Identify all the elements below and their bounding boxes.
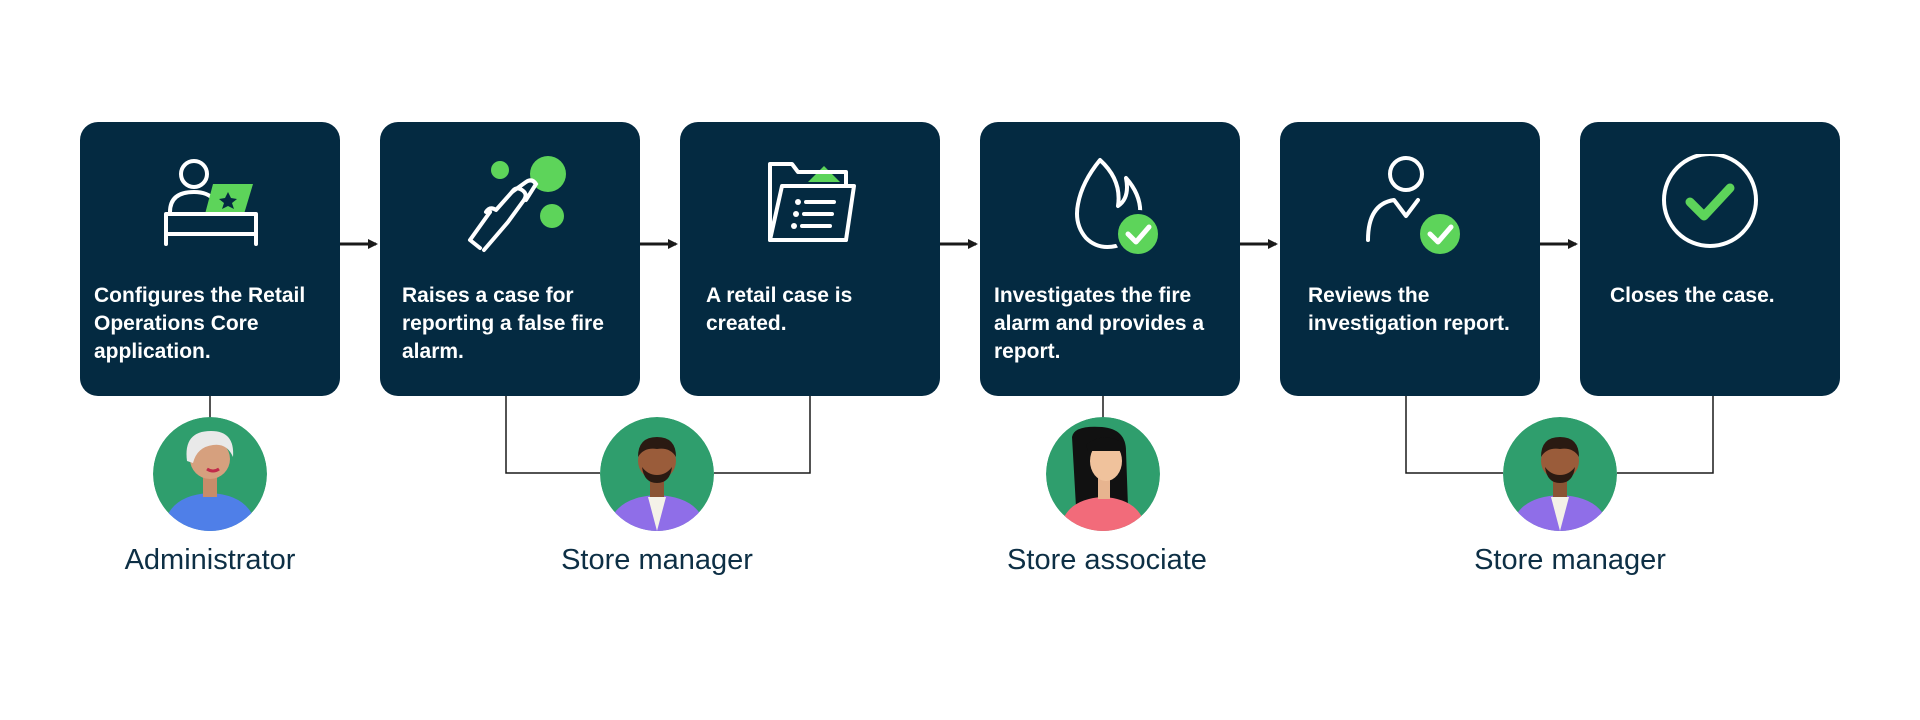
store-associate-avatar xyxy=(1046,417,1160,531)
step-card-3: A retail case is created. xyxy=(680,122,940,396)
step-text-4: Investigates the fire alarm and provides… xyxy=(994,284,1205,363)
connector-store-manager-1 xyxy=(505,396,600,474)
step-card-6: Closes the case. xyxy=(1580,122,1840,396)
connector-store-manager-2 xyxy=(1405,396,1503,474)
role-label-store-manager-2: Store manager xyxy=(1474,544,1666,576)
step-text-5: Reviews the investigation report. xyxy=(1308,284,1510,335)
step-text-3: A retail case is created. xyxy=(706,284,853,335)
person-check-icon xyxy=(1366,156,1464,258)
administrator-avatar xyxy=(153,417,267,531)
admin-laptop-icon xyxy=(164,159,258,246)
case-folder-icon xyxy=(768,162,856,242)
flame-check-icon xyxy=(1075,158,1162,258)
step-text-2: Raises a case for reporting a false fire… xyxy=(402,284,604,363)
role-label-store-manager-1: Store manager xyxy=(561,544,753,576)
step-card-5: Reviews the investigation report. xyxy=(1280,122,1540,396)
connector-store-manager-2b xyxy=(1617,396,1714,474)
connector-store-manager-1b xyxy=(714,396,811,474)
role-label-store-associate: Store associate xyxy=(1007,544,1207,576)
step-text-1: Configures the Retail Operations Core ap… xyxy=(94,284,306,363)
step-card-4: Investigates the fire alarm and provides… xyxy=(980,122,1240,396)
check-circle-icon xyxy=(1662,154,1758,248)
store-manager-avatar xyxy=(1503,417,1617,531)
step-card-2: Raises a case for reporting a false fire… xyxy=(380,122,640,396)
role-label-administrator: Administrator xyxy=(124,544,296,576)
store-manager-avatar xyxy=(600,417,714,531)
step-card-1: Configures the Retail Operations Core ap… xyxy=(80,122,340,396)
fire-alarm-press-icon xyxy=(468,156,566,252)
step-text-6: Closes the case. xyxy=(1610,284,1775,307)
